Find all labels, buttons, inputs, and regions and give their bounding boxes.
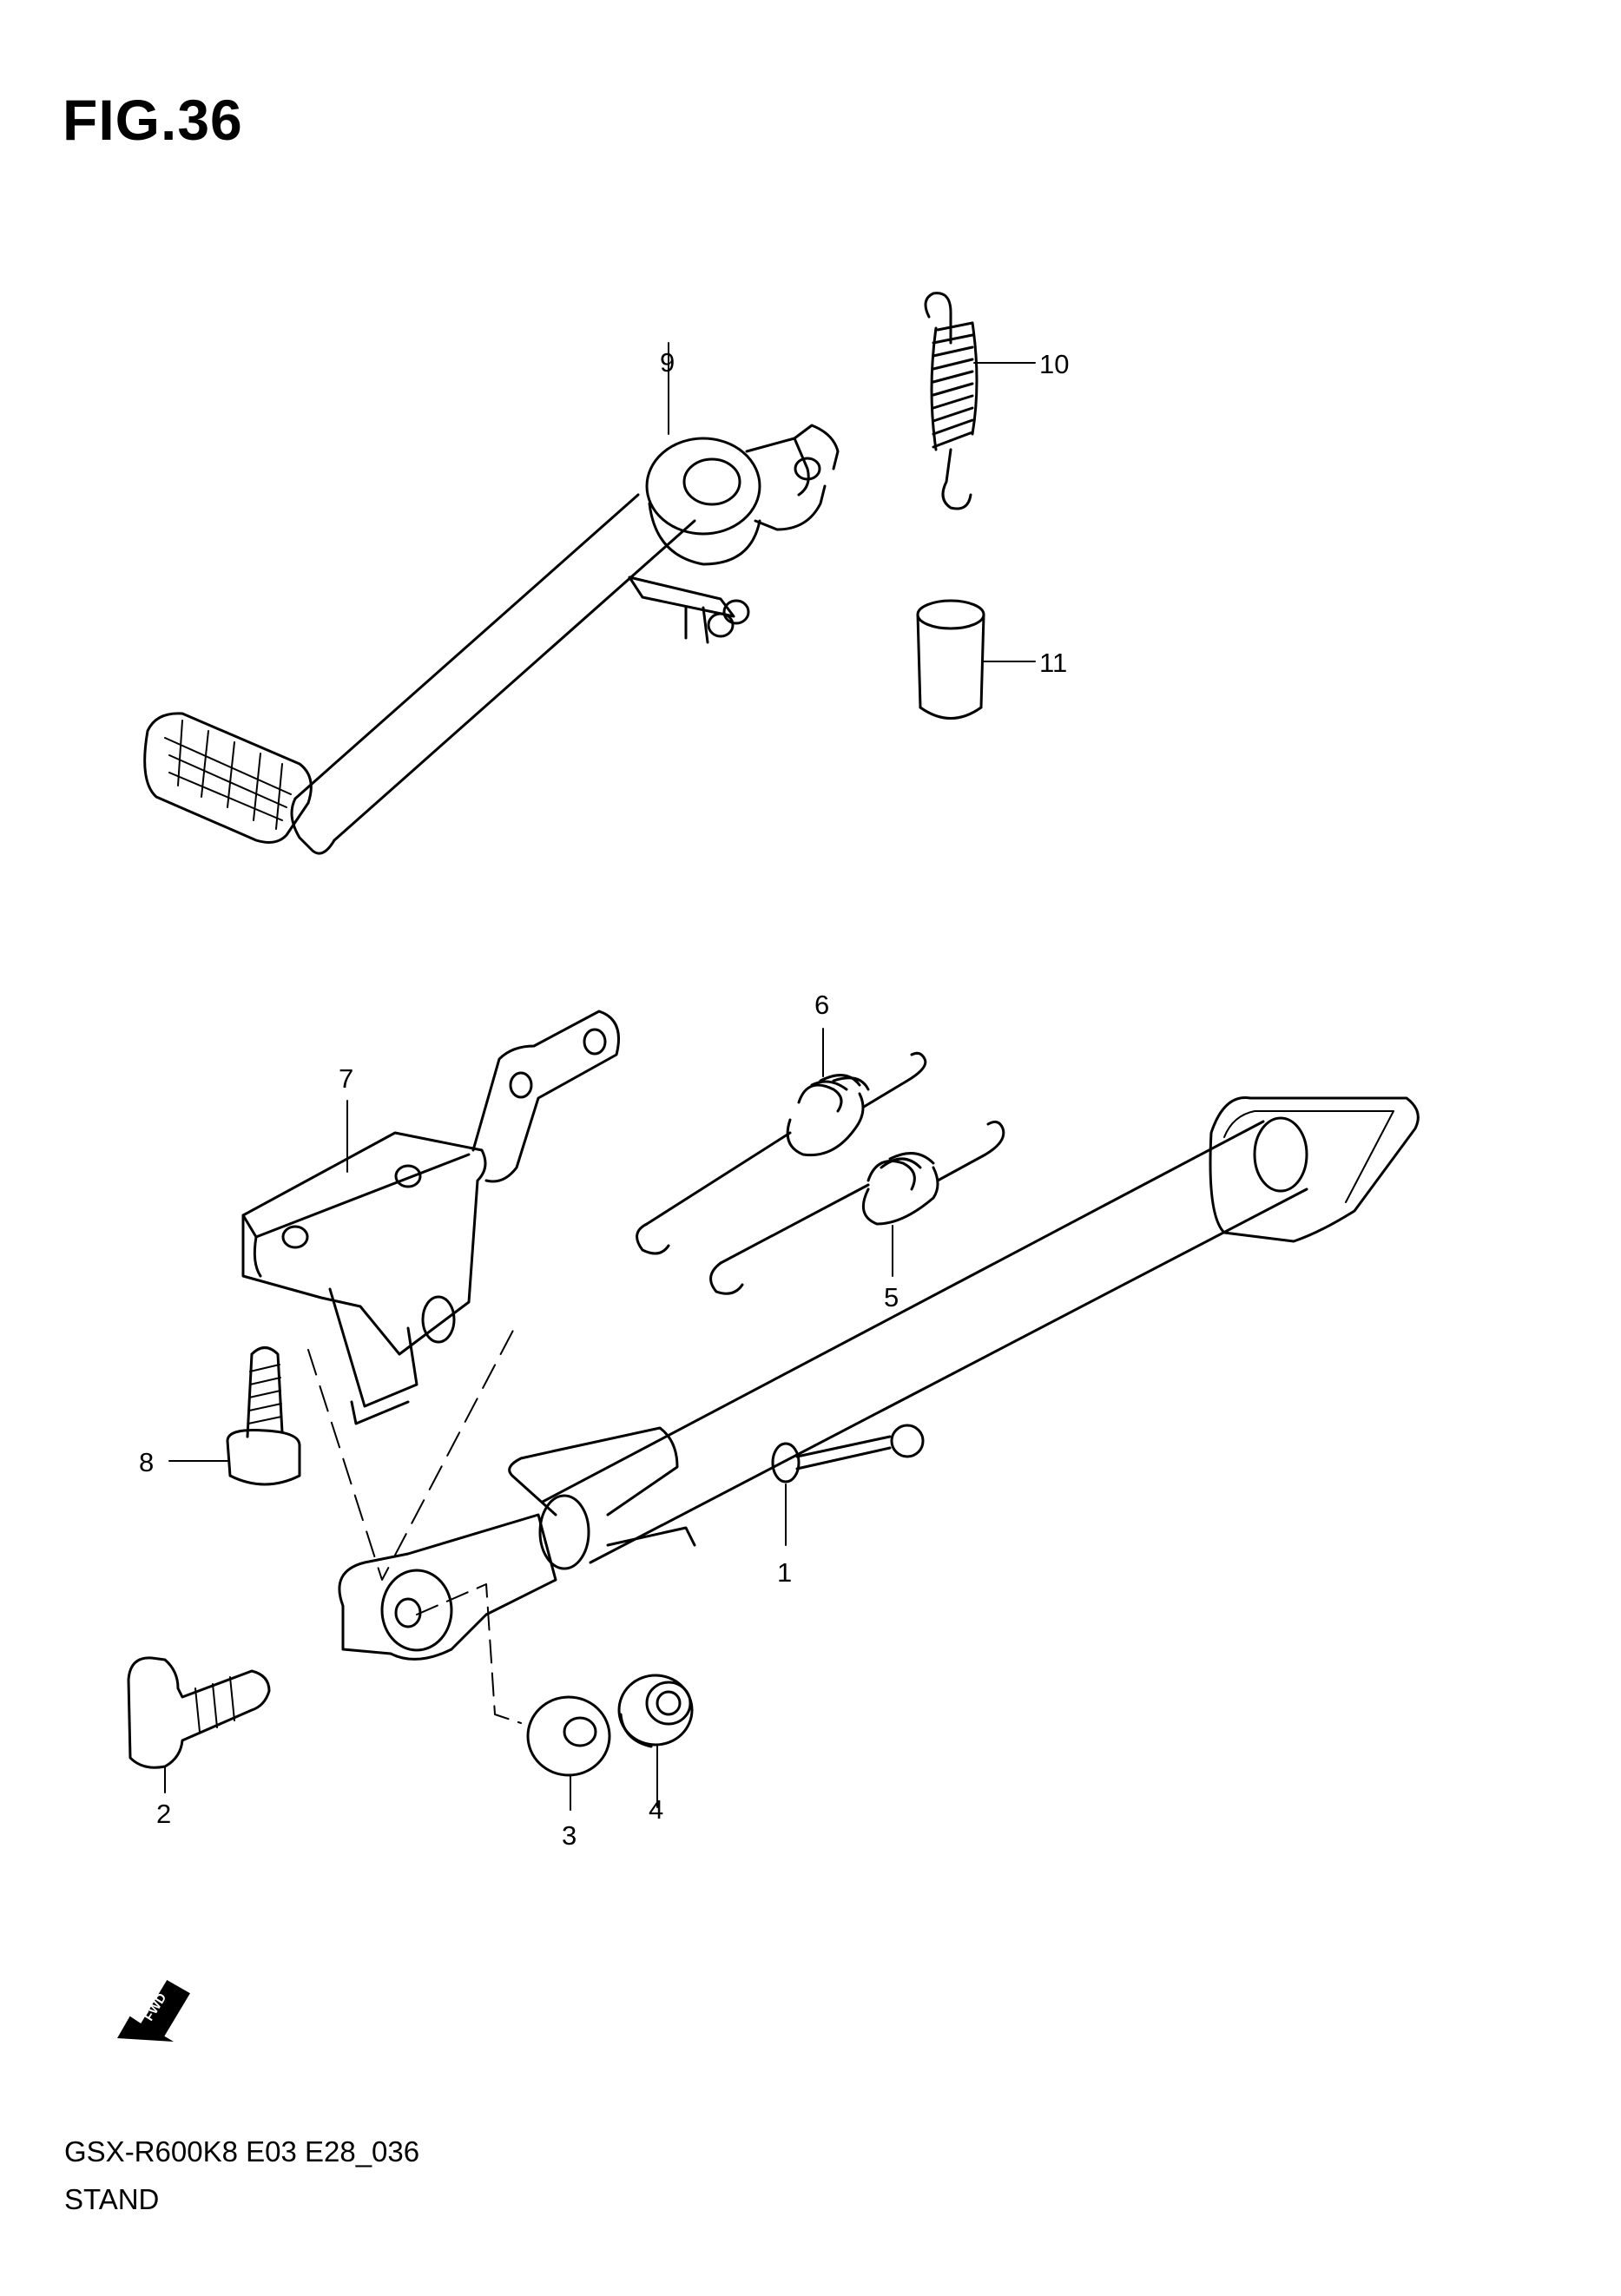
callout-3: 3 [562,1820,577,1851]
callout-11: 11 [1039,648,1067,678]
callout-8: 8 [139,1447,154,1477]
callout-7: 7 [339,1063,353,1094]
diagram-caption: STAND [64,2183,160,2215]
forward-arrow-icon: FWD [117,1977,193,2042]
callout-1: 1 [777,1557,792,1588]
callout-5: 5 [884,1282,899,1312]
callout-6: 6 [814,990,829,1020]
nut-icon [617,1674,694,1808]
callout-4: 4 [649,1794,663,1825]
callout-10: 10 [1039,349,1069,379]
stand-bracket-icon [241,1010,620,1581]
gear-shift-lever-icon [143,342,840,855]
stand-spring-icon [709,1120,1005,1295]
spacer-icon [916,599,1036,720]
pivot-bolt-icon [127,1656,271,1793]
bolt-icon [168,1346,301,1486]
diagram-code: GSX-R600K8 E03 E28_036 [64,2135,420,2168]
callout-9: 9 [660,347,675,378]
callout-2: 2 [156,1799,171,1829]
washer-icon [526,1695,611,1811]
figure-title: FIG.36 [63,88,243,152]
stand-spring-icon [636,1028,927,1255]
extension-spring-icon [924,292,1036,510]
side-stand-icon [338,1096,1420,1724]
